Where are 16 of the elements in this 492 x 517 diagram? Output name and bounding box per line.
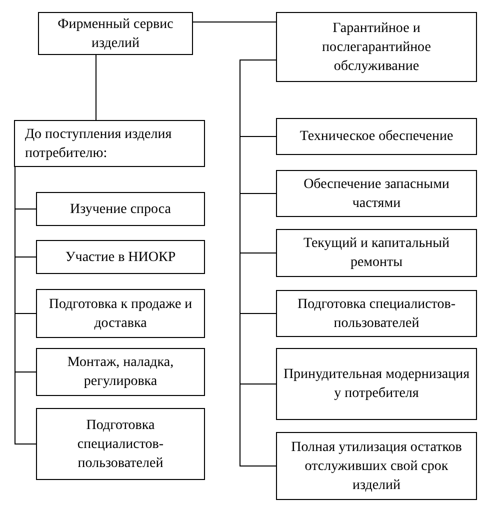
text-box: Техническое обеспечение: [276, 118, 477, 155]
connector-line: [14, 166, 36, 444]
text-box: Фирменный сервис изделий: [38, 12, 193, 55]
text-box: Монтаж, наладка, регулировка: [36, 348, 205, 396]
text-box: Подготовка специалистов-пользователей: [276, 290, 477, 337]
text-box: Текущий и капитальный ремонты: [276, 229, 477, 277]
text-box: Гарантийное и послегарантийное обслуживание: [276, 12, 477, 82]
text-box: Принудительная модернизация у потребителя: [276, 348, 477, 420]
text-box: До поступления изделия потребителю:: [14, 120, 205, 167]
text-box: Подготовка к продаже и доставка: [36, 289, 205, 338]
text-box: Участие в НИОКР: [36, 240, 205, 274]
connector-line: [240, 60, 276, 466]
text-box: Изучение спроса: [36, 192, 205, 226]
text-box: Полная утилизация остатков отслуживших свой срок изделий: [276, 432, 477, 500]
text-box: Обеспечение запасными частями: [276, 170, 477, 217]
text-box: Подготовка специалистов-пользователей: [36, 408, 205, 480]
